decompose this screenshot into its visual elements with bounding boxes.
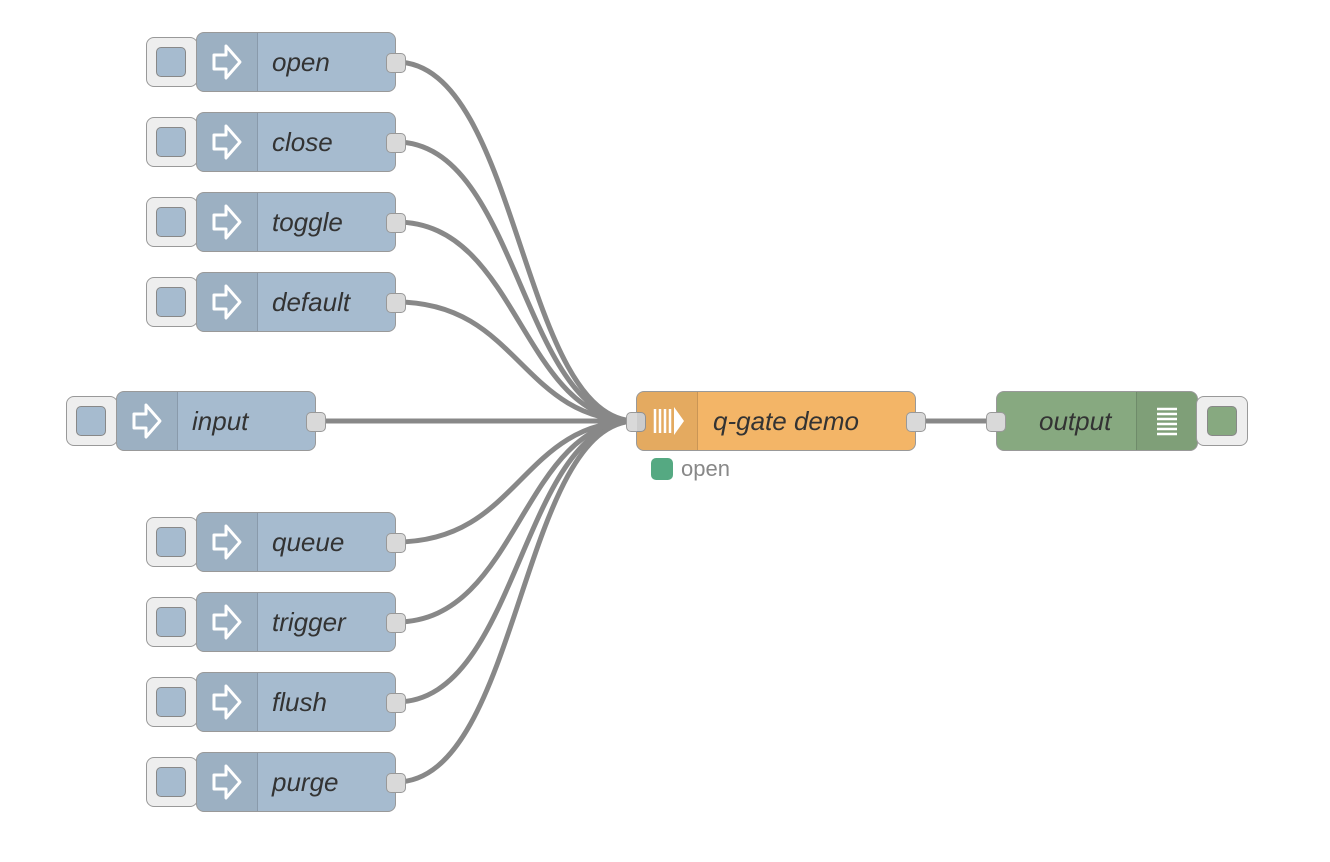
debug-toggle-button[interactable]	[1196, 396, 1248, 446]
inject-button-square	[156, 47, 186, 77]
inject-node-purge[interactable]: purge	[196, 752, 406, 812]
inject-button-square	[76, 406, 106, 436]
arrow-in-icon	[197, 673, 258, 731]
inject-node-input[interactable]: input	[116, 391, 326, 451]
inject-button-flush[interactable]	[146, 677, 198, 727]
inject-button-square	[156, 207, 186, 237]
node-label: queue	[272, 526, 345, 557]
node-label: trigger	[272, 606, 346, 637]
node-label: input	[192, 405, 249, 436]
node-label: close	[272, 126, 333, 157]
inject-button-square	[156, 607, 186, 637]
output-port[interactable]	[386, 613, 406, 633]
output-port[interactable]	[386, 133, 406, 153]
arrow-in-icon	[117, 392, 178, 450]
arrow-in-icon	[197, 753, 258, 811]
arrow-in-icon	[197, 593, 258, 651]
inject-button-input[interactable]	[66, 396, 118, 446]
inject-button-square	[156, 527, 186, 557]
wire-close[interactable]	[393, 139, 639, 424]
arrow-in-icon	[197, 33, 258, 91]
wire-open[interactable]	[393, 59, 639, 424]
inject-button-square	[156, 127, 186, 157]
wire-flush[interactable]	[393, 418, 639, 705]
wire-default[interactable]	[393, 299, 639, 424]
node-label: toggle	[272, 206, 343, 237]
inject-button-purge[interactable]	[146, 757, 198, 807]
node-label: output	[1039, 405, 1112, 436]
inject-node-open[interactable]: open	[196, 32, 406, 92]
debug-toggle-square	[1207, 406, 1237, 436]
queue-gate-icon	[637, 392, 698, 450]
inject-button-queue[interactable]	[146, 517, 198, 567]
arrow-in-icon	[197, 193, 258, 251]
node-label: default	[272, 286, 351, 317]
node-status: open	[651, 456, 730, 481]
list-icon	[1136, 392, 1197, 450]
inject-button-square	[156, 687, 186, 717]
status-dot-icon	[651, 458, 673, 480]
wire-queue[interactable]	[393, 418, 639, 545]
wire-trigger[interactable]	[393, 418, 639, 625]
input-port[interactable]	[986, 412, 1006, 432]
inject-node-close[interactable]: close	[196, 112, 406, 172]
output-port[interactable]	[386, 293, 406, 313]
inject-node-default[interactable]: default	[196, 272, 406, 332]
output-port[interactable]	[386, 533, 406, 553]
arrow-in-icon	[197, 273, 258, 331]
debug-node-output[interactable]: output	[986, 391, 1198, 451]
node-label: purge	[272, 766, 339, 797]
inject-button-square	[156, 767, 186, 797]
node-label: open	[272, 46, 330, 77]
arrow-in-icon	[197, 513, 258, 571]
inject-button-toggle[interactable]	[146, 197, 198, 247]
inject-button-trigger[interactable]	[146, 597, 198, 647]
output-port[interactable]	[386, 213, 406, 233]
output-port[interactable]	[386, 53, 406, 73]
arrow-in-icon	[197, 113, 258, 171]
inject-button-open[interactable]	[146, 37, 198, 87]
inject-node-flush[interactable]: flush	[196, 672, 406, 732]
status-text: open	[681, 456, 730, 481]
inject-node-trigger[interactable]: trigger	[196, 592, 406, 652]
output-port[interactable]	[906, 412, 926, 432]
input-port[interactable]	[626, 412, 646, 432]
inject-button-default[interactable]	[146, 277, 198, 327]
inject-node-queue[interactable]: queue	[196, 512, 406, 572]
q-gate-node[interactable]: q-gate demo	[626, 391, 926, 451]
wire-purge[interactable]	[393, 418, 639, 785]
node-label: q-gate demo	[713, 405, 859, 436]
output-port[interactable]	[386, 693, 406, 713]
output-port[interactable]	[306, 412, 326, 432]
inject-button-square	[156, 287, 186, 317]
node-label: flush	[272, 686, 327, 717]
inject-node-toggle[interactable]: toggle	[196, 192, 406, 252]
wire-toggle[interactable]	[393, 219, 639, 424]
output-port[interactable]	[386, 773, 406, 793]
inject-button-close[interactable]	[146, 117, 198, 167]
